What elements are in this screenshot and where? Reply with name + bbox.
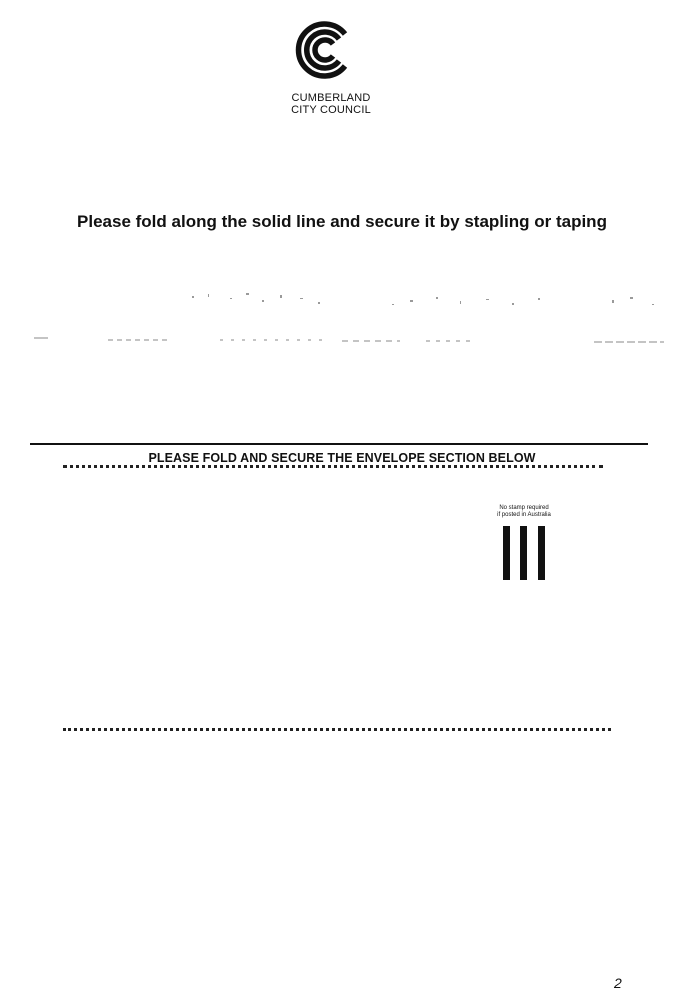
postage-note: No stamp required if posted in Australia [478,505,570,519]
org-name-line2: CITY COUNCIL [291,104,371,116]
org-name: CUMBERLAND CITY COUNCIL [260,92,402,116]
dotted-fold-line-top [63,465,603,468]
fim-bar [503,526,510,580]
fim-barcode [500,526,550,580]
page-number: 2 [614,975,622,991]
postage-note-line1: No stamp required [499,505,549,511]
fim-bar [538,526,545,580]
dotted-fold-line-bottom [63,728,611,731]
envelope-section-title: PLEASE FOLD AND SECURE THE ENVELOPE SECT… [148,451,536,465]
postage-note-line2: if posted in Australia [497,512,551,518]
org-name-line1: CUMBERLAND [291,92,371,104]
scan-artifacts [34,293,664,343]
cumberland-c-logo-icon [293,10,357,90]
solid-fold-line [30,443,648,445]
fim-bar [520,526,527,580]
fold-instruction: Please fold along the solid line and sec… [77,212,607,231]
